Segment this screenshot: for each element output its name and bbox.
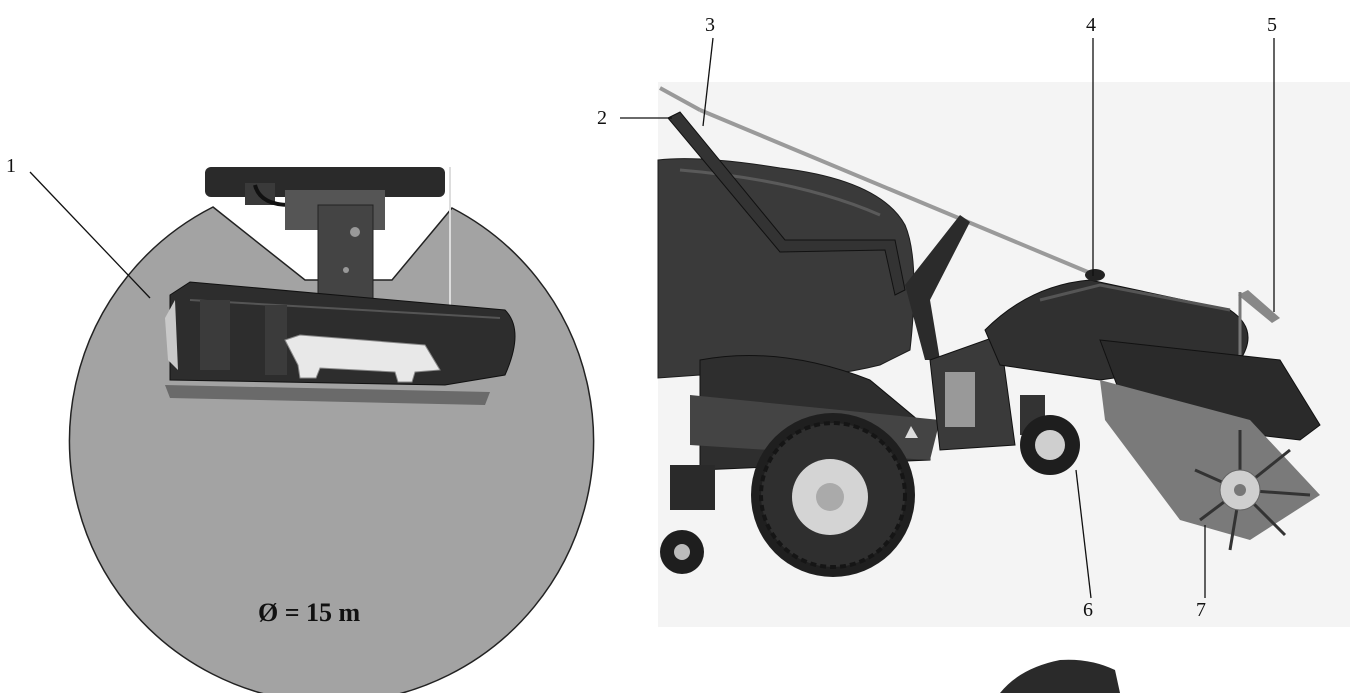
callout-3-leader: [702, 37, 714, 127]
support-wheel: [1020, 395, 1080, 475]
left-figure: 1 Ø = 15 m: [6, 155, 598, 693]
control-rod: [659, 86, 701, 112]
tractor-front-wheel: [751, 413, 915, 577]
sweeper-housing: [984, 269, 1321, 551]
brush-roller: [1100, 380, 1320, 540]
diameter-label: Ø = 15 m: [258, 598, 361, 627]
deflector-bracket: [1238, 290, 1280, 323]
callout-5: 5: [1267, 14, 1277, 36]
right-figure: 2 3 4 5 6 7: [597, 14, 1350, 627]
lift-lever: [667, 111, 906, 296]
callout-1-leader: [29, 171, 151, 299]
callout-6-leader: [1075, 469, 1092, 599]
callout-3: 3: [705, 14, 715, 36]
callout-2: 2: [597, 107, 607, 129]
right-callouts: 2 3 4 5 6 7: [597, 14, 1277, 621]
callout-7: 7: [1196, 599, 1206, 621]
cropped-next-figure: [1000, 659, 1120, 693]
callout-1: 1: [6, 155, 16, 177]
callout-6: 6: [1083, 599, 1093, 621]
small-front-wheel: [660, 465, 715, 574]
callout-4: 4: [1086, 14, 1096, 36]
brush-housing-top: [165, 281, 516, 405]
